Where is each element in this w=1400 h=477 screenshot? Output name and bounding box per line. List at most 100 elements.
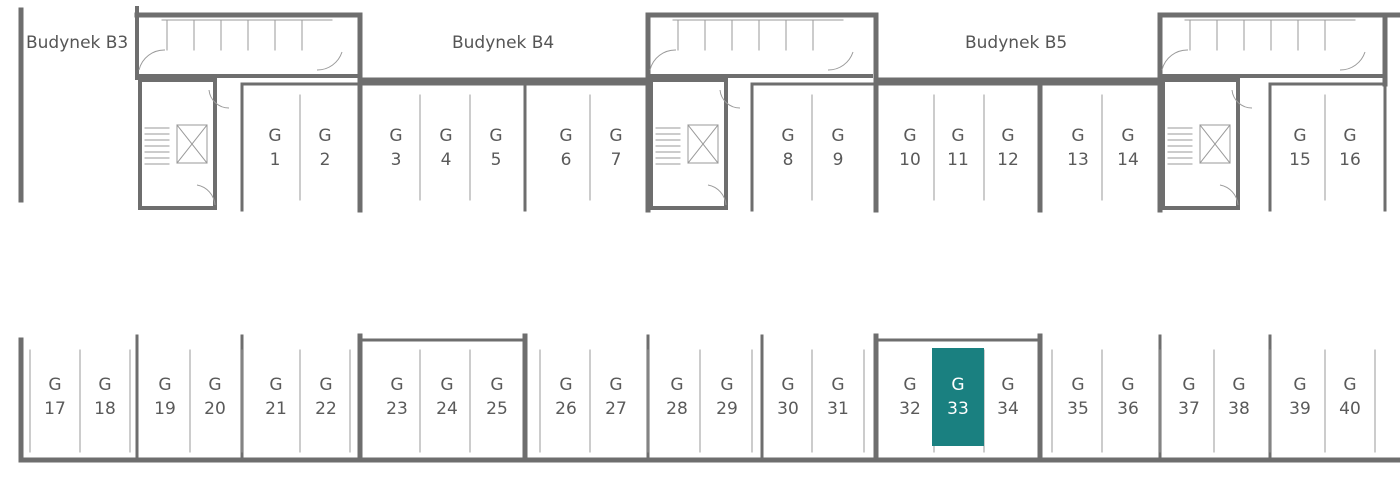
garage-number: 26 [555, 399, 577, 419]
elevator [687, 124, 719, 164]
garage-number: 11 [947, 150, 969, 170]
garage-prefix: G [1182, 375, 1196, 395]
door-swing [827, 51, 854, 71]
garage-number: 21 [265, 399, 287, 419]
door-swing [196, 184, 216, 206]
garage-prefix: G [1071, 375, 1085, 395]
garage-slot[interactable]: G 31 [813, 371, 863, 423]
garage-prefix: G [269, 375, 283, 395]
elevator [687, 124, 719, 164]
garage-slot[interactable]: G 30 [763, 371, 813, 423]
garage-number: 32 [899, 399, 921, 419]
garage-prefix: G [781, 126, 795, 146]
garage-slot[interactable]: G 39 [1275, 371, 1325, 423]
garage-prefix: G [670, 375, 684, 395]
garage-number: 15 [1289, 150, 1311, 170]
garage-prefix: G [319, 375, 333, 395]
garage-number: 12 [997, 150, 1019, 170]
building-label-b4: Budynek B4 [452, 33, 555, 53]
garage-prefix: G [1293, 375, 1307, 395]
garage-number: 18 [94, 399, 116, 419]
garage-slot[interactable]: G 11 [933, 122, 983, 174]
garage-prefix: G [1343, 126, 1357, 146]
garage-prefix: G [1121, 126, 1135, 146]
garage-slot[interactable]: G 27 [591, 371, 641, 423]
garage-prefix: G [48, 375, 62, 395]
door-swing [1161, 49, 1189, 71]
garage-number: 1 [269, 150, 281, 170]
garage-prefix: G [439, 126, 453, 146]
garage-slot[interactable]: G 29 [702, 371, 752, 423]
elevator [176, 124, 208, 164]
door-swing [649, 49, 677, 71]
building-label-b3: Budynek B3 [26, 33, 129, 53]
garage-prefix: G [1232, 375, 1246, 395]
garage-slot[interactable]: G 14 [1103, 122, 1153, 174]
garage-prefix: G [1001, 375, 1015, 395]
garage-prefix: G [208, 375, 222, 395]
garage-number: 29 [716, 399, 738, 419]
garage-slot[interactable]: G 32 [885, 371, 935, 423]
garage-number: 35 [1067, 399, 1089, 419]
garage-prefix: G [781, 375, 795, 395]
stair-core-wall [1161, 78, 1240, 210]
garage-prefix: G [951, 126, 965, 146]
garage-number: 3 [390, 150, 402, 170]
garage-slot[interactable]: G 21 [251, 371, 301, 423]
door-swing [138, 49, 166, 71]
garage-prefix: G [158, 375, 172, 395]
door-swing [316, 51, 343, 71]
garage-number: 8 [782, 150, 794, 170]
garage-number: 14 [1117, 150, 1139, 170]
garage-prefix: G [720, 375, 734, 395]
elevator [1199, 124, 1231, 164]
garage-number: 30 [777, 399, 799, 419]
door-swing [707, 184, 727, 206]
garage-prefix: G [609, 375, 623, 395]
garage-number: 27 [605, 399, 627, 419]
garage-prefix: G [559, 126, 573, 146]
garage-slot[interactable]: G 35 [1053, 371, 1103, 423]
garage-prefix: G [903, 375, 917, 395]
garage-number: 2 [319, 150, 331, 170]
door-swing [208, 89, 230, 109]
elevator [176, 124, 208, 164]
garage-number: 31 [827, 399, 849, 419]
door-swing [1219, 184, 1239, 206]
garage-prefix: G [903, 126, 917, 146]
garage-number: 13 [1067, 150, 1089, 170]
garage-prefix: G [831, 375, 845, 395]
garage-number: 39 [1289, 399, 1311, 419]
